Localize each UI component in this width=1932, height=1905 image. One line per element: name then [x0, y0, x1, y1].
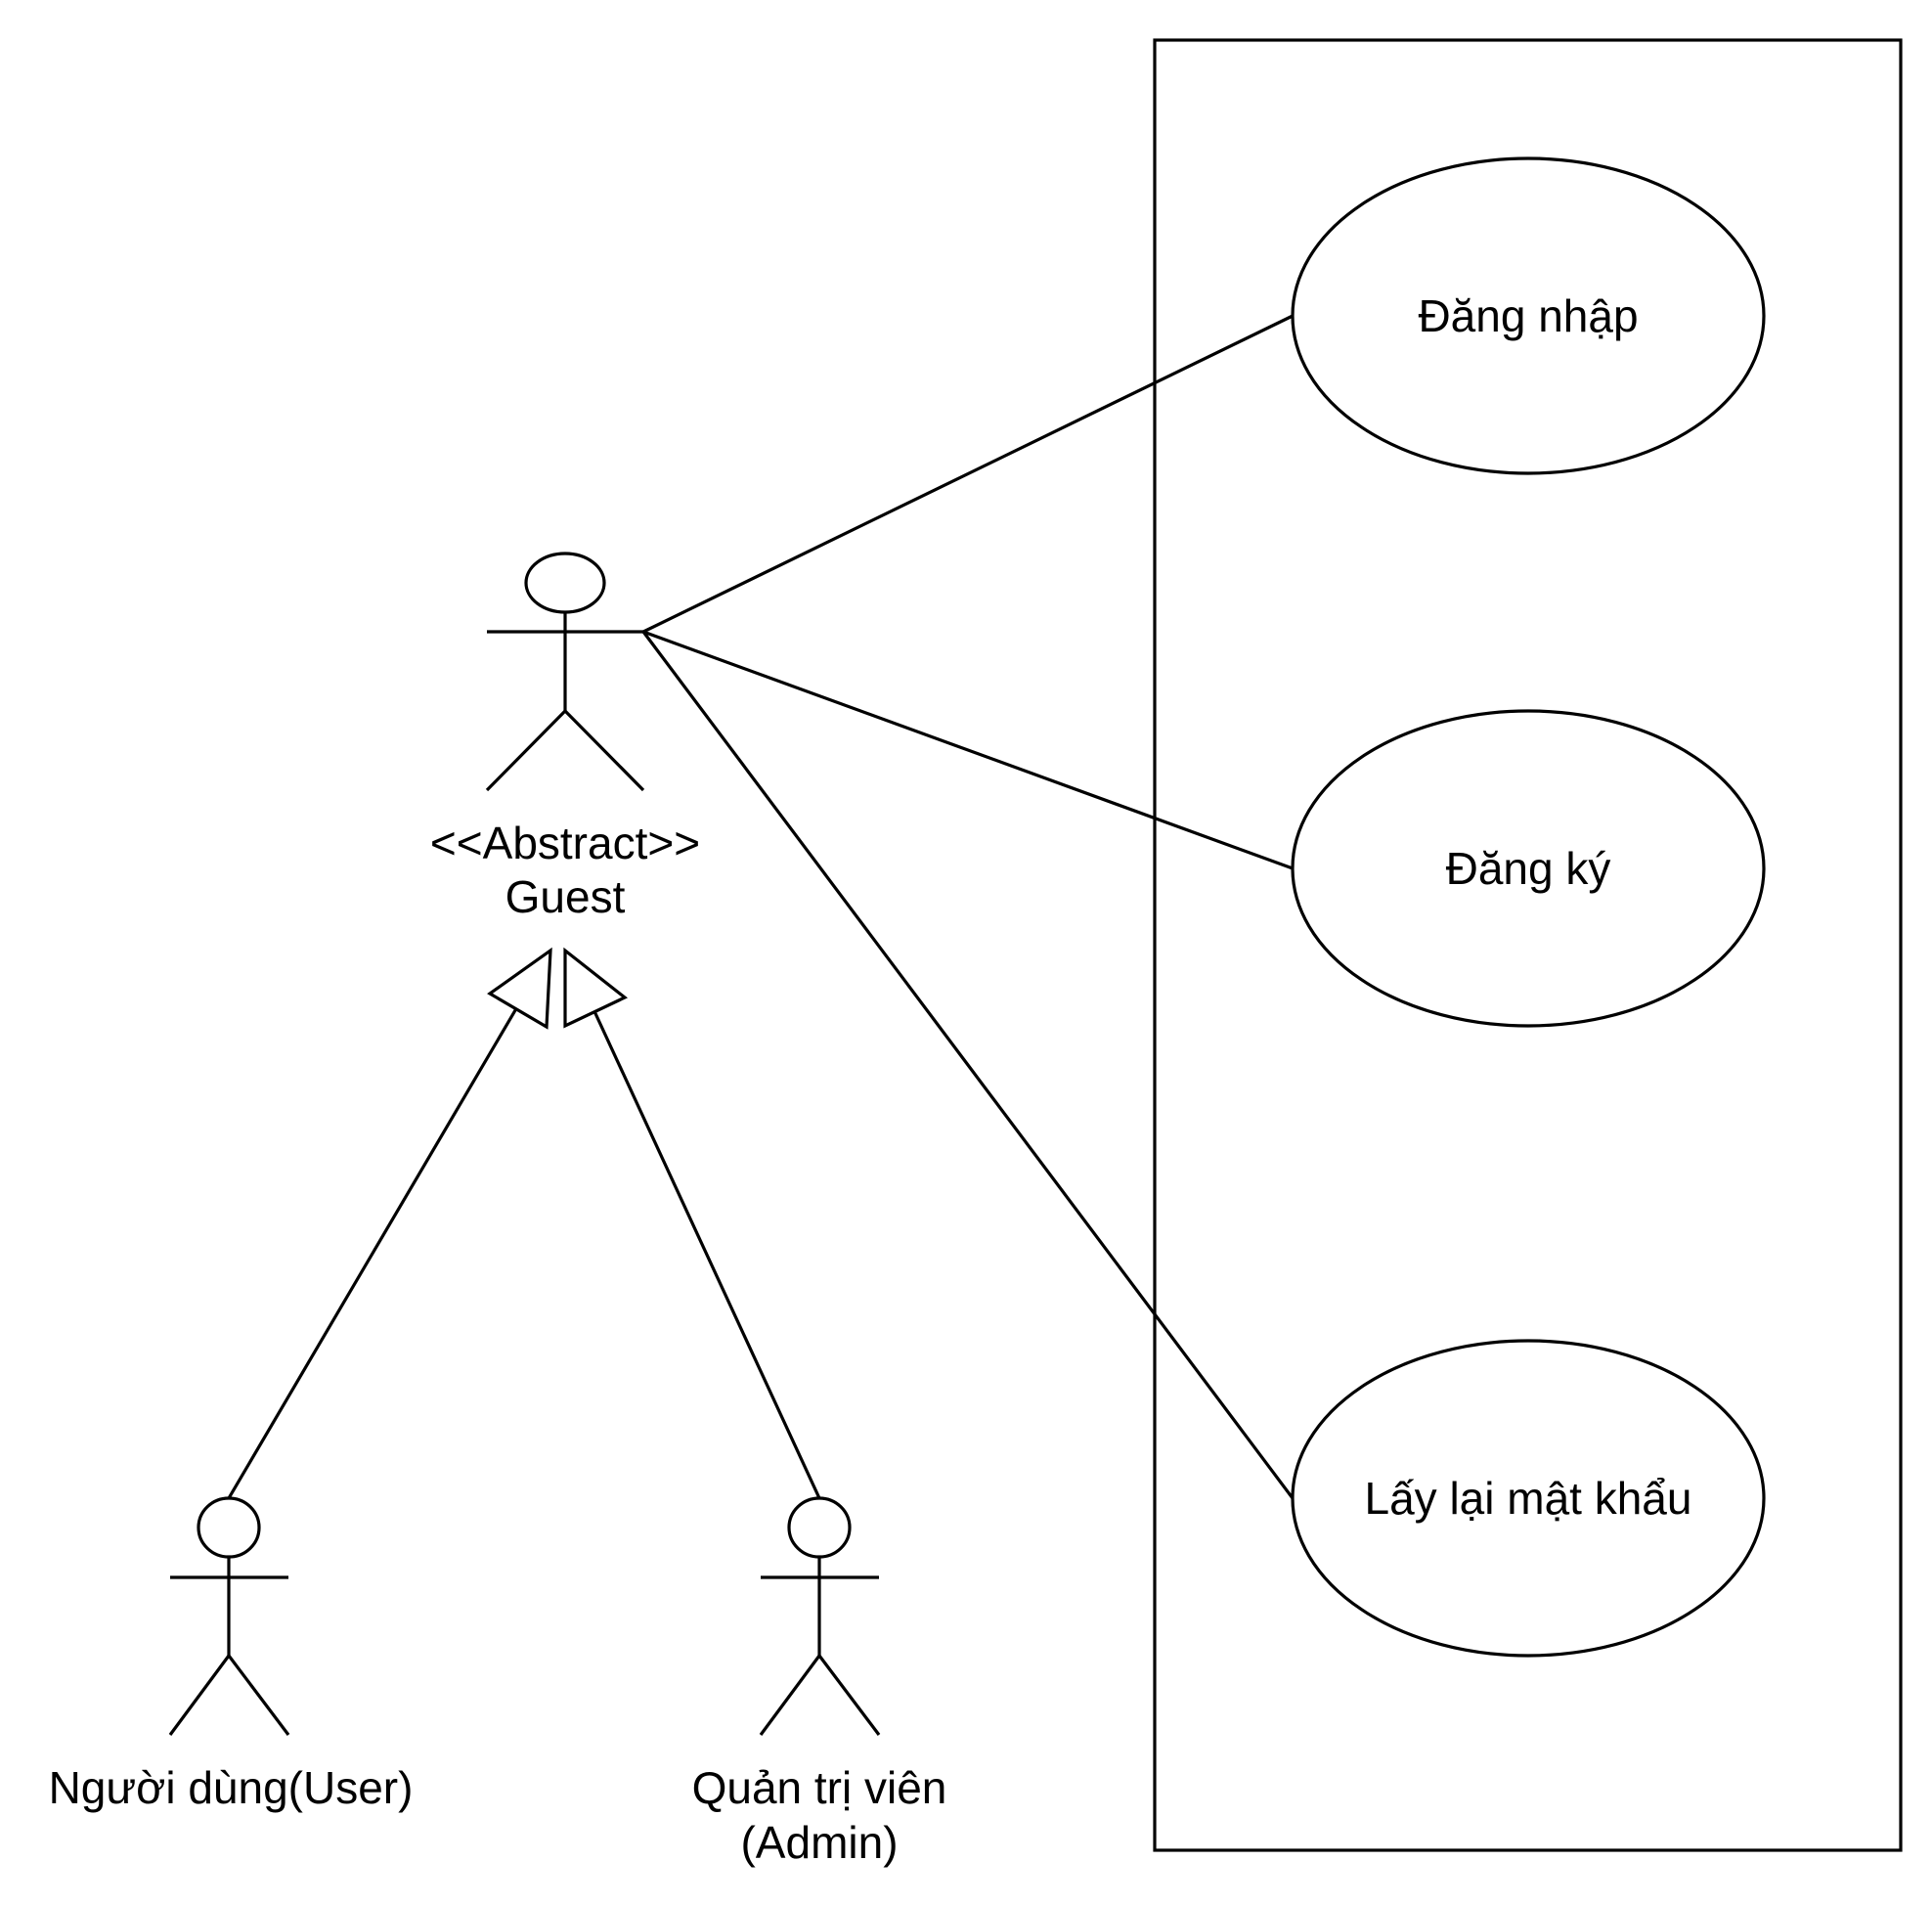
- association-guest-register: [642, 630, 1294, 870]
- actor-user-left-leg: [168, 1655, 231, 1736]
- association-guest-recover-password: [641, 631, 1295, 1499]
- generalization-user-guest: [227, 947, 552, 1499]
- use-case-register-label: Đăng ký: [1446, 843, 1611, 894]
- actor-admin[interactable]: Quản trị viên (Admin): [692, 1496, 947, 1868]
- actor-guest-stereotype: <<Abstract>>: [430, 818, 700, 868]
- generalization-user-arrowhead: [487, 947, 552, 1030]
- use-case-login-label: Đăng nhập: [1418, 290, 1638, 341]
- generalization-user-line: [227, 1004, 520, 1499]
- use-case-register-ellipse: [1291, 709, 1766, 1028]
- actor-admin-left-leg: [759, 1655, 821, 1736]
- actor-user-head: [197, 1496, 261, 1559]
- use-case-login[interactable]: Đăng nhập: [1291, 156, 1766, 475]
- generalization-admin-arrowhead: [563, 947, 629, 1029]
- actor-guest[interactable]: <<Abstract>> Guest: [430, 552, 700, 922]
- use-case-recover-password-label: Lấy lại mật khẩu: [1365, 1473, 1692, 1524]
- generalization-admin-line: [592, 1008, 821, 1499]
- use-case-login-ellipse: [1291, 156, 1766, 475]
- use-case-register[interactable]: Đăng ký: [1291, 709, 1766, 1028]
- actor-user[interactable]: Người dùng(User): [49, 1496, 414, 1813]
- actor-guest-name: Guest: [505, 871, 626, 922]
- system-boundary: [1153, 38, 1903, 1852]
- use-case-recover-password-ellipse: [1291, 1339, 1766, 1658]
- actor-guest-left-leg: [485, 709, 567, 792]
- actor-user-right-leg: [227, 1655, 290, 1736]
- use-case-recover-password[interactable]: Lấy lại mật khẩu: [1291, 1339, 1766, 1658]
- actor-admin-name-line1: Quản trị viên: [692, 1762, 947, 1813]
- actor-admin-head: [787, 1496, 852, 1559]
- actor-admin-right-leg: [817, 1655, 881, 1736]
- actor-guest-head: [524, 552, 606, 614]
- association-guest-login: [642, 314, 1294, 634]
- actor-guest-right-leg: [563, 709, 645, 792]
- actor-user-name: Người dùng(User): [49, 1762, 414, 1813]
- generalization-admin-guest: [563, 947, 821, 1499]
- actor-admin-name-line2: (Admin): [740, 1817, 898, 1868]
